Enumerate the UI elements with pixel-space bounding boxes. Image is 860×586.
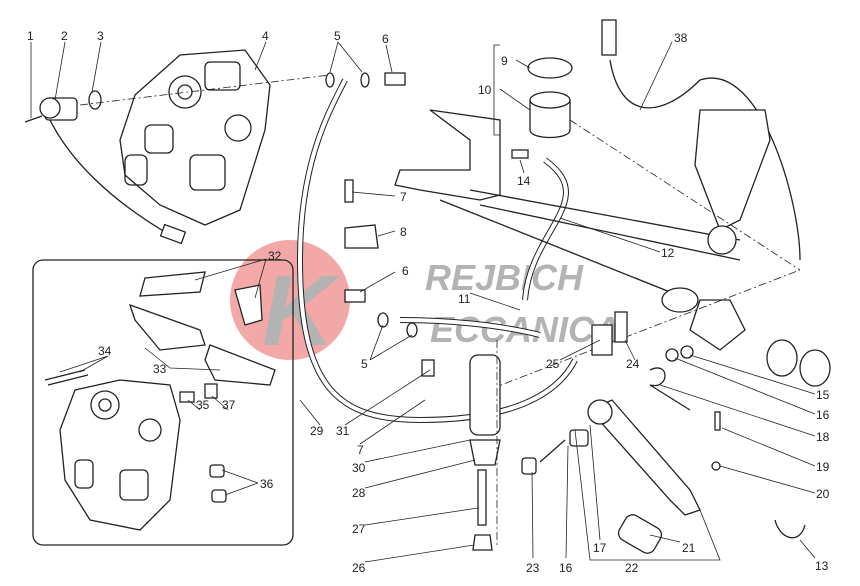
leader-lines <box>30 41 816 563</box>
pad-shim <box>139 271 206 297</box>
part-number-labels: 1 2 3 4 5 6 38 9 10 7 8 14 12 32 6 11 34… <box>27 29 830 575</box>
label-3: 3 <box>97 29 104 43</box>
watermark-logo: K REJBICH ECCANICA <box>230 240 620 367</box>
label-37: 37 <box>222 398 236 412</box>
label-18: 18 <box>816 430 830 444</box>
rear-brake-caliper <box>119 49 271 226</box>
label-24: 24 <box>626 357 640 371</box>
label-26: 26 <box>352 561 366 575</box>
label-8: 8 <box>400 225 407 239</box>
label-12: 12 <box>661 246 675 260</box>
inset-caliper <box>59 379 181 531</box>
label-15: 15 <box>816 388 830 402</box>
pad-pin <box>44 369 89 386</box>
label-27: 27 <box>352 522 366 536</box>
caliper-pin-bolt <box>24 90 102 123</box>
label-7b: 7 <box>357 443 364 457</box>
footrest-bracket-frame <box>394 109 831 387</box>
label-19: 19 <box>816 460 830 474</box>
rear-master-cylinder <box>421 354 501 551</box>
reservoir-hose <box>523 158 568 301</box>
label-36: 36 <box>260 477 274 491</box>
label-1: 1 <box>27 29 34 43</box>
banjo-bolt-washers <box>325 72 418 338</box>
label-35: 35 <box>196 398 210 412</box>
label-5: 5 <box>334 29 341 43</box>
stop-switch-cable <box>609 59 801 261</box>
label-32: 32 <box>268 249 282 263</box>
svg-text:REJBICH: REJBICH <box>425 257 584 298</box>
label-20: 20 <box>816 487 830 501</box>
label-6: 6 <box>382 32 389 46</box>
brake-pad-upper <box>128 303 206 351</box>
label-31: 31 <box>336 424 350 438</box>
label-28: 28 <box>352 486 366 500</box>
pad-spring <box>234 284 263 326</box>
brake-pedal <box>521 311 806 554</box>
label-22: 22 <box>625 561 639 575</box>
label-6b: 6 <box>402 264 409 278</box>
label-10: 10 <box>478 83 492 97</box>
label-25: 25 <box>546 357 560 371</box>
label-11: 11 <box>458 292 471 306</box>
label-14: 14 <box>517 174 531 188</box>
cable-connector <box>601 19 617 56</box>
label-16: 16 <box>816 408 830 422</box>
label-29: 29 <box>310 424 324 438</box>
label-7: 7 <box>400 190 407 204</box>
label-13: 13 <box>815 559 829 573</box>
brake-pad-lower <box>204 344 276 386</box>
label-4: 4 <box>262 29 269 43</box>
label-17: 17 <box>593 541 607 555</box>
label-2: 2 <box>61 29 68 43</box>
sensor-cable <box>49 119 171 236</box>
inset-caliper-kit-box <box>32 259 294 546</box>
label-23: 23 <box>526 561 540 575</box>
brake-fluid-reservoir <box>511 57 573 159</box>
label-30: 30 <box>352 461 366 475</box>
label-16b: 16 <box>559 561 573 575</box>
label-34: 34 <box>98 344 112 358</box>
label-38: 38 <box>674 31 688 45</box>
label-21: 21 <box>682 541 696 555</box>
label-33: 33 <box>153 362 167 376</box>
sensor-connector <box>159 223 187 245</box>
label-9: 9 <box>501 54 508 68</box>
label-5b: 5 <box>361 357 368 371</box>
